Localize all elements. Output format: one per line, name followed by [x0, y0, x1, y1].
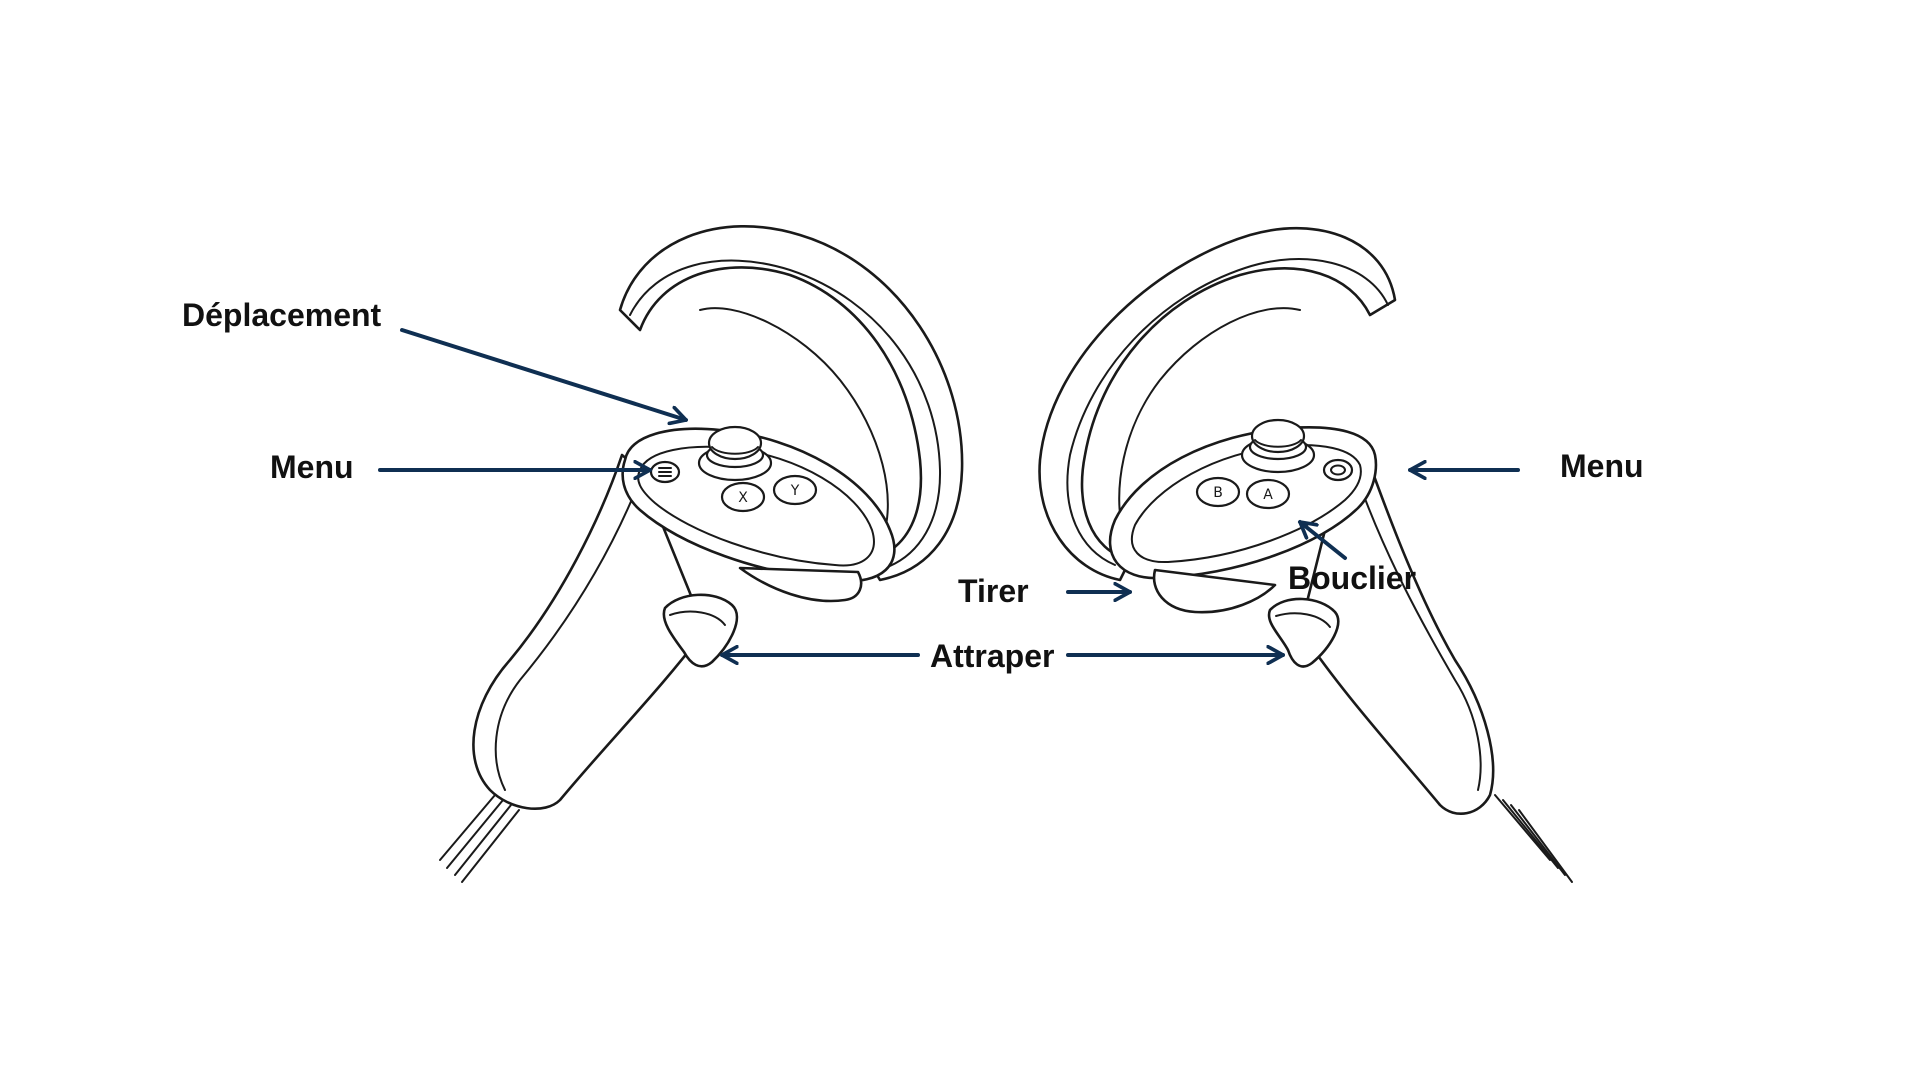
right-menu-button [1322, 458, 1354, 482]
right-trigger [1152, 568, 1277, 614]
y-button-label: Y [790, 483, 800, 499]
left-menu-button [649, 460, 681, 484]
a-button: A [1245, 478, 1291, 510]
right-grip-handle [1298, 463, 1495, 815]
x-button: X [720, 481, 766, 513]
b-button-label: B [1213, 485, 1223, 501]
left-thumbstick [697, 425, 773, 482]
arrow-bouclier [1298, 520, 1347, 560]
left-grip-button [662, 593, 739, 668]
label-menu-right: Menu [1560, 448, 1644, 484]
left-cable [439, 794, 520, 883]
left-trigger [738, 566, 863, 603]
right-tracking-ring [1038, 227, 1397, 582]
label-menu-left: Menu [270, 449, 354, 485]
b-button: B [1195, 476, 1241, 508]
right-controller: B A [1038, 227, 1573, 883]
callout-labels: Déplacement Menu Menu Tirer Bouclier Att… [182, 297, 1644, 674]
oculus-home-icon [1330, 464, 1346, 476]
y-button: Y [772, 474, 818, 506]
arrow-deplacement [400, 328, 688, 420]
a-button-label: A [1263, 487, 1273, 503]
left-grip-handle [472, 453, 707, 811]
right-thumbstick [1240, 418, 1316, 474]
menu-lines-icon [658, 467, 672, 477]
label-tirer: Tirer [958, 573, 1029, 609]
label-attraper: Attraper [930, 638, 1054, 674]
right-grip-button [1267, 597, 1340, 668]
x-button-label: X [738, 490, 748, 506]
left-tracking-ring [618, 225, 964, 582]
callout-arrows [378, 328, 1520, 655]
right-cable [1494, 794, 1573, 883]
label-bouclier: Bouclier [1288, 560, 1416, 596]
label-deplacement: Déplacement [182, 297, 382, 333]
left-controller: X Y [439, 225, 964, 883]
